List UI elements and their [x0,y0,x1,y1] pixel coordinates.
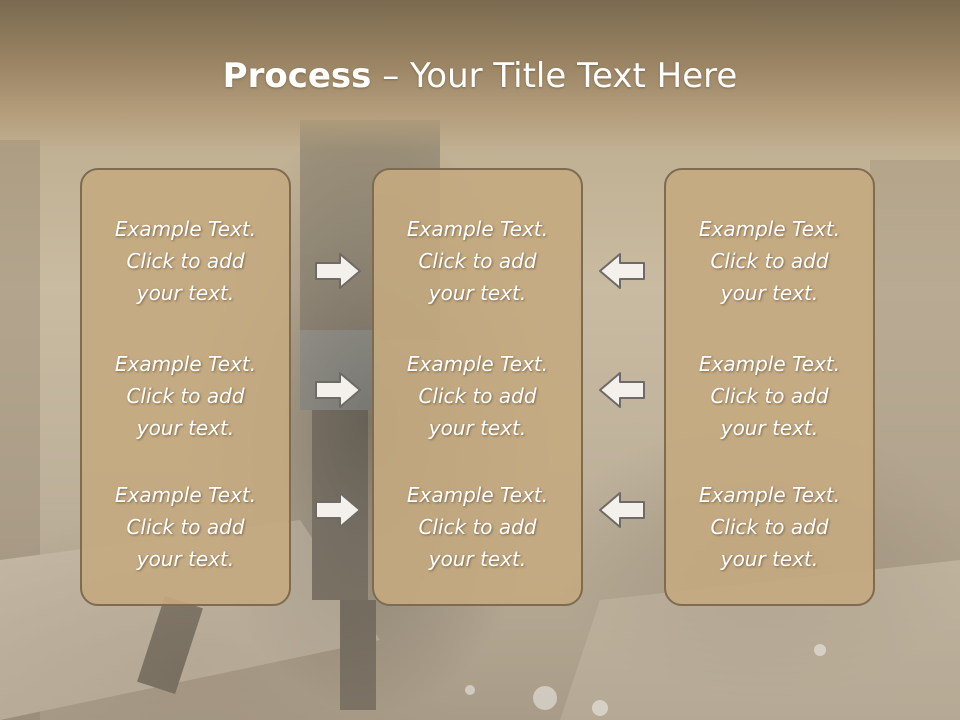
panel-text[interactable]: Example Text. Click to add your text. [114,217,257,305]
slide-title[interactable]: Process – Your Title Text Here [0,52,960,100]
panel-text[interactable]: Example Text. Click to add your text. [698,483,841,571]
title-rest: Your Title Text Here [410,56,738,96]
panel-text[interactable]: Example Text. Click to add your text. [406,483,549,571]
panel-center[interactable]: Example Text. Click to add your text. Ex… [372,168,583,606]
arrow-right-icon [315,253,361,289]
panel-text[interactable]: Example Text. Click to add your text. [406,352,549,440]
arrow-right-icon [315,372,361,408]
title-dash: – [371,56,411,96]
panel-text[interactable]: Example Text. Click to add your text. [114,352,257,440]
arrow-left-icon [599,253,645,289]
panel-text[interactable]: Example Text. Click to add your text. [698,352,841,440]
panel-text[interactable]: Example Text. Click to add your text. [698,217,841,305]
panel-text[interactable]: Example Text. Click to add your text. [114,483,257,571]
panel-left[interactable]: Example Text. Click to add your text. Ex… [80,168,291,606]
panel-text[interactable]: Example Text. Click to add your text. [406,217,549,305]
arrow-left-icon [599,372,645,408]
arrow-left-icon [599,492,645,528]
title-bold: Process [222,56,372,96]
panel-right[interactable]: Example Text. Click to add your text. Ex… [664,168,875,606]
arrow-right-icon [315,492,361,528]
header-band [0,0,960,150]
